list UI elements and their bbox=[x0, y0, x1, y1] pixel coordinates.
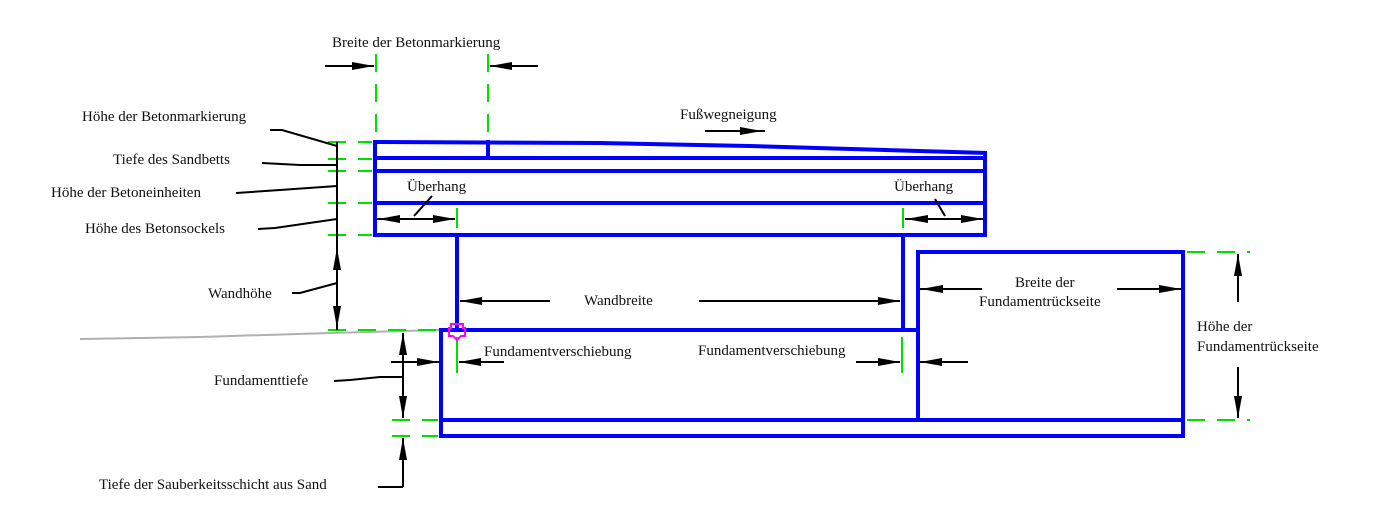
label-wall-height: Wandhöhe bbox=[208, 286, 272, 302]
label-footpath-slope: Fußwegneigung bbox=[680, 107, 777, 123]
arrow-icon bbox=[433, 215, 455, 223]
arrow-icon bbox=[961, 215, 983, 223]
label-blinding-layer-depth: Tiefe der Sauberkeitsschicht aus Sand bbox=[99, 477, 327, 493]
arrow-icon bbox=[459, 358, 481, 366]
leader-overhang-right bbox=[934, 198, 946, 217]
labels: Breite der Betonmarkierung Höhe der Beto… bbox=[51, 35, 1319, 493]
arrow-icon bbox=[740, 127, 762, 135]
leader-wall-height bbox=[292, 282, 338, 294]
arrow-icon bbox=[333, 306, 341, 328]
arrow-icon bbox=[878, 358, 900, 366]
arrow-icon bbox=[333, 248, 341, 270]
label-sand-bed-depth: Tiefe des Sandbetts bbox=[113, 152, 230, 168]
arrow-icon bbox=[378, 215, 400, 223]
label-foundation-offset-right: Fundamentverschiebung bbox=[698, 343, 846, 359]
label-plinth-height: Höhe des Betonsockels bbox=[85, 221, 225, 237]
arrow-icon bbox=[906, 215, 928, 223]
label-back-width-line2: Fundamentrückseite bbox=[979, 294, 1101, 310]
arrow-icon bbox=[399, 396, 407, 418]
arrow-icon bbox=[352, 62, 374, 70]
label-back-width-line1: Breite der bbox=[1015, 275, 1075, 291]
extension-lines bbox=[328, 54, 1250, 437]
label-concrete-marking-width: Breite der Betonmarkierung bbox=[332, 35, 501, 51]
label-back-height-line1: Höhe der bbox=[1197, 319, 1252, 335]
arrow-icon bbox=[490, 62, 512, 70]
concrete-marking-top bbox=[372, 139, 988, 156]
label-foundation-offset-left: Fundamentverschiebung bbox=[484, 344, 632, 360]
leader-marking-height bbox=[270, 129, 338, 147]
leader-foundation-depth bbox=[333, 376, 403, 382]
ground-line bbox=[79, 329, 441, 340]
arrow-icon bbox=[921, 285, 943, 293]
label-wall-width: Wandbreite bbox=[584, 293, 653, 309]
arrow-icon bbox=[399, 438, 407, 460]
label-concrete-units-height: Höhe der Betoneinheiten bbox=[51, 185, 201, 201]
label-foundation-depth: Fundamenttiefe bbox=[214, 373, 308, 389]
arrow-icon bbox=[460, 297, 482, 305]
leader-overhang-left bbox=[413, 195, 433, 217]
arrow-icon bbox=[417, 358, 439, 366]
arrow-icon bbox=[1234, 396, 1242, 418]
arrow-icon bbox=[878, 297, 900, 305]
leader-plinth bbox=[257, 218, 338, 230]
label-overhang-right: Überhang bbox=[894, 178, 954, 195]
arrow-icon bbox=[1159, 285, 1181, 293]
dimensions bbox=[235, 62, 1242, 488]
arrow-icon bbox=[920, 358, 942, 366]
snap-marker-icon bbox=[448, 323, 466, 342]
leader-concrete-units bbox=[235, 185, 338, 194]
label-overhang-left: Überhang bbox=[407, 178, 467, 195]
arrow-icon bbox=[399, 333, 407, 355]
structure bbox=[372, 139, 1185, 438]
label-concrete-marking-height: Höhe der Betonmarkierung bbox=[82, 109, 247, 125]
leader-sand-bed bbox=[261, 162, 337, 166]
label-back-height-line2: Fundamentrückseite bbox=[1197, 339, 1319, 355]
arrow-icon bbox=[1234, 254, 1242, 276]
